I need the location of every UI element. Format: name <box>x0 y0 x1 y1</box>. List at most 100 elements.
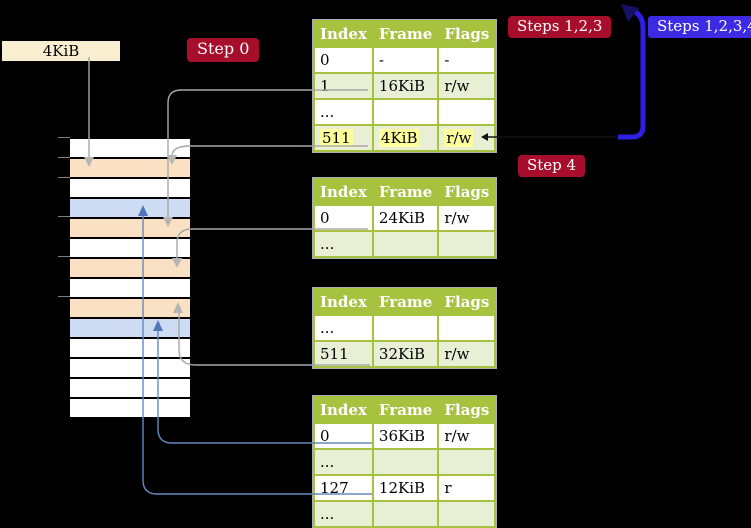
flags-cell: r <box>437 474 497 502</box>
frame-value: 12KiB <box>378 478 426 497</box>
index-value: 0 <box>320 50 330 69</box>
flags-value: r/w <box>444 76 470 95</box>
table-row: 127 12KiB r <box>313 474 497 502</box>
table-row: ... <box>313 98 497 126</box>
flags-cell <box>437 500 497 528</box>
memory-frame-white <box>70 399 190 417</box>
table-row: 511 4KiB r/w <box>313 124 497 152</box>
frame-cell: 32KiB <box>371 340 440 368</box>
flags-cell <box>437 314 497 342</box>
frame-value: 36KiB <box>378 426 426 445</box>
flags-cell: r/w <box>437 422 497 450</box>
frame-cell: 4KiB <box>371 124 440 152</box>
address-tick <box>58 177 70 178</box>
flags-cell <box>437 230 497 258</box>
address-tick <box>58 216 70 217</box>
memory-frame-white <box>70 139 190 157</box>
frame-value: 16KiB <box>378 76 426 95</box>
index-cell: ... <box>313 500 374 528</box>
step0-label: Step 0 <box>187 38 260 63</box>
address-tick <box>58 256 70 257</box>
table-row: 0 -- <box>313 46 497 74</box>
flags-value: r/w <box>444 208 470 227</box>
frame-cell <box>371 500 440 528</box>
index-value: ... <box>320 504 335 523</box>
flags-cell: r/w <box>437 124 497 152</box>
index-value: 0 <box>320 208 330 227</box>
memory-frame-peach <box>70 219 190 237</box>
frame-value: 32KiB <box>378 344 426 363</box>
column-header-frame: Frame <box>371 178 440 206</box>
flags-cell: r/w <box>437 72 497 100</box>
frame-cell <box>371 230 440 258</box>
index-cell: ... <box>313 230 374 258</box>
frame-cell: 36KiB <box>371 422 440 450</box>
memory-frame-blue <box>70 319 190 337</box>
index-value: 1 <box>320 76 330 95</box>
index-cell: 0 <box>313 46 374 74</box>
memory-frame-peach <box>70 159 190 177</box>
index-value: 0 <box>320 426 330 445</box>
frame-cell: - <box>371 46 440 74</box>
memory-frame-white <box>70 239 190 257</box>
table-row: 0 36KiB r/w <box>313 422 497 450</box>
flags-cell: - <box>437 46 497 74</box>
steps123-label: Steps 1,2,3 <box>508 16 612 39</box>
index-value: ... <box>320 102 335 121</box>
column-header-index: Index <box>313 396 374 424</box>
index-cell: 511 <box>313 340 374 368</box>
table-row: 0 24KiB r/w <box>313 204 497 232</box>
frame-value: 4KiB <box>378 128 420 147</box>
frame-cell <box>371 448 440 476</box>
flags-value: r/w <box>444 344 470 363</box>
memory-stripe <box>70 137 190 417</box>
frame-cell: 12KiB <box>371 474 440 502</box>
flags-value: - <box>444 50 450 69</box>
column-header-frame: Frame <box>371 396 440 424</box>
table-row: 1 16KiB r/w <box>313 72 497 100</box>
steps1234-label: Steps 1,2,3,4 <box>648 16 751 39</box>
index-value: 511 <box>320 344 349 363</box>
steps-flow-arrow <box>618 7 646 140</box>
page-size-box: 4KiB <box>2 41 120 61</box>
frame-cell <box>371 98 440 126</box>
column-header-index: Index <box>313 288 374 316</box>
column-header-index: Index <box>313 178 374 206</box>
address-tick <box>58 157 70 158</box>
frame-value: 24KiB <box>378 208 426 227</box>
flags-cell <box>437 98 497 126</box>
memory-frame-white <box>70 279 190 297</box>
memory-frame-peach <box>70 259 190 277</box>
index-cell: 0 <box>313 204 374 232</box>
memory-frame-white <box>70 359 190 377</box>
column-header-index: Index <box>313 20 374 48</box>
index-cell: 1 <box>313 72 374 100</box>
table-row: ... <box>313 230 497 258</box>
frame-cell <box>371 314 440 342</box>
index-cell: 511 <box>313 124 374 152</box>
index-value: ... <box>320 452 335 471</box>
column-header-frame: Frame <box>371 288 440 316</box>
flags-cell: r/w <box>437 204 497 232</box>
column-header-flags: Flags <box>437 396 497 424</box>
frame-cell: 24KiB <box>371 204 440 232</box>
column-header-flags: Flags <box>437 178 497 206</box>
flags-value: r/w <box>444 426 470 445</box>
frame-cell: 16KiB <box>371 72 440 100</box>
index-cell: ... <box>313 314 374 342</box>
index-value: ... <box>320 318 335 337</box>
index-cell: ... <box>313 98 374 126</box>
column-header-flags: Flags <box>437 288 497 316</box>
index-value: 127 <box>320 478 349 497</box>
table-row: ... <box>313 448 497 476</box>
table-row: ... <box>313 314 497 342</box>
index-cell: 0 <box>313 422 374 450</box>
index-value: 511 <box>320 128 353 147</box>
